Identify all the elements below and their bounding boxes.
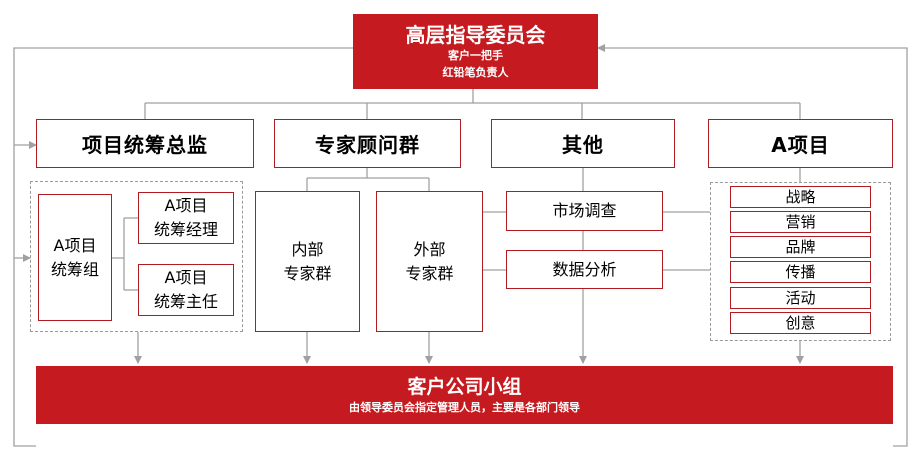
external-expert-line1: 外部 (413, 239, 446, 259)
steering-committee-line1: 客户一把手 (448, 48, 503, 62)
internal-expert-line1: 内部 (291, 239, 324, 259)
internal-expert-box: 内部 专家群 (255, 191, 360, 332)
header-pm-director: 项目统筹总监 (36, 119, 254, 168)
pm-manager-line2: 统筹经理 (153, 220, 218, 239)
header-a-project: A项目 (708, 119, 893, 168)
a-project-item: 传播 (730, 261, 871, 283)
steering-committee-title: 高层指导委员会 (405, 22, 546, 47)
a-project-item: 战略 (730, 186, 871, 208)
client-team-box: 客户公司小组 由领导委员会指定管理人员，主要是各部门领导 (36, 366, 893, 424)
external-expert-box: 外部 专家群 (376, 191, 483, 332)
pm-group-line1: A项目 (53, 235, 97, 255)
pm-manager-box: A项目 统筹经理 (138, 192, 234, 244)
header-other: 其他 (491, 119, 675, 168)
pm-group-box: A项目 统筹组 (38, 194, 112, 321)
pm-manager-line1: A项目 (164, 196, 208, 215)
external-expert-line2: 专家群 (405, 263, 454, 283)
a-project-item: 营销 (730, 211, 871, 233)
data-analysis-box: 数据分析 (506, 250, 663, 289)
market-research-box: 市场调查 (506, 191, 663, 231)
pm-director-line1: A项目 (164, 268, 208, 287)
pm-director-line2: 统筹主任 (153, 292, 218, 311)
pm-dashed-group (30, 181, 243, 332)
header-expert-group: 专家顾问群 (274, 119, 461, 168)
a-project-dashed-group (710, 182, 891, 341)
internal-expert-line2: 专家群 (283, 263, 332, 283)
steering-committee-line2: 红铅笔负责人 (442, 65, 509, 79)
client-team-title: 客户公司小组 (407, 375, 522, 398)
a-project-item: 创意 (730, 312, 871, 334)
pm-director-box: A项目 统筹主任 (138, 264, 234, 316)
steering-committee-box: 高层指导委员会 客户一把手 红铅笔负责人 (353, 14, 598, 89)
a-project-item: 品牌 (730, 236, 871, 258)
client-team-subtitle: 由领导委员会指定管理人员，主要是各部门领导 (349, 400, 580, 414)
a-project-item: 活动 (730, 287, 871, 309)
pm-group-line2: 统筹组 (50, 259, 99, 279)
